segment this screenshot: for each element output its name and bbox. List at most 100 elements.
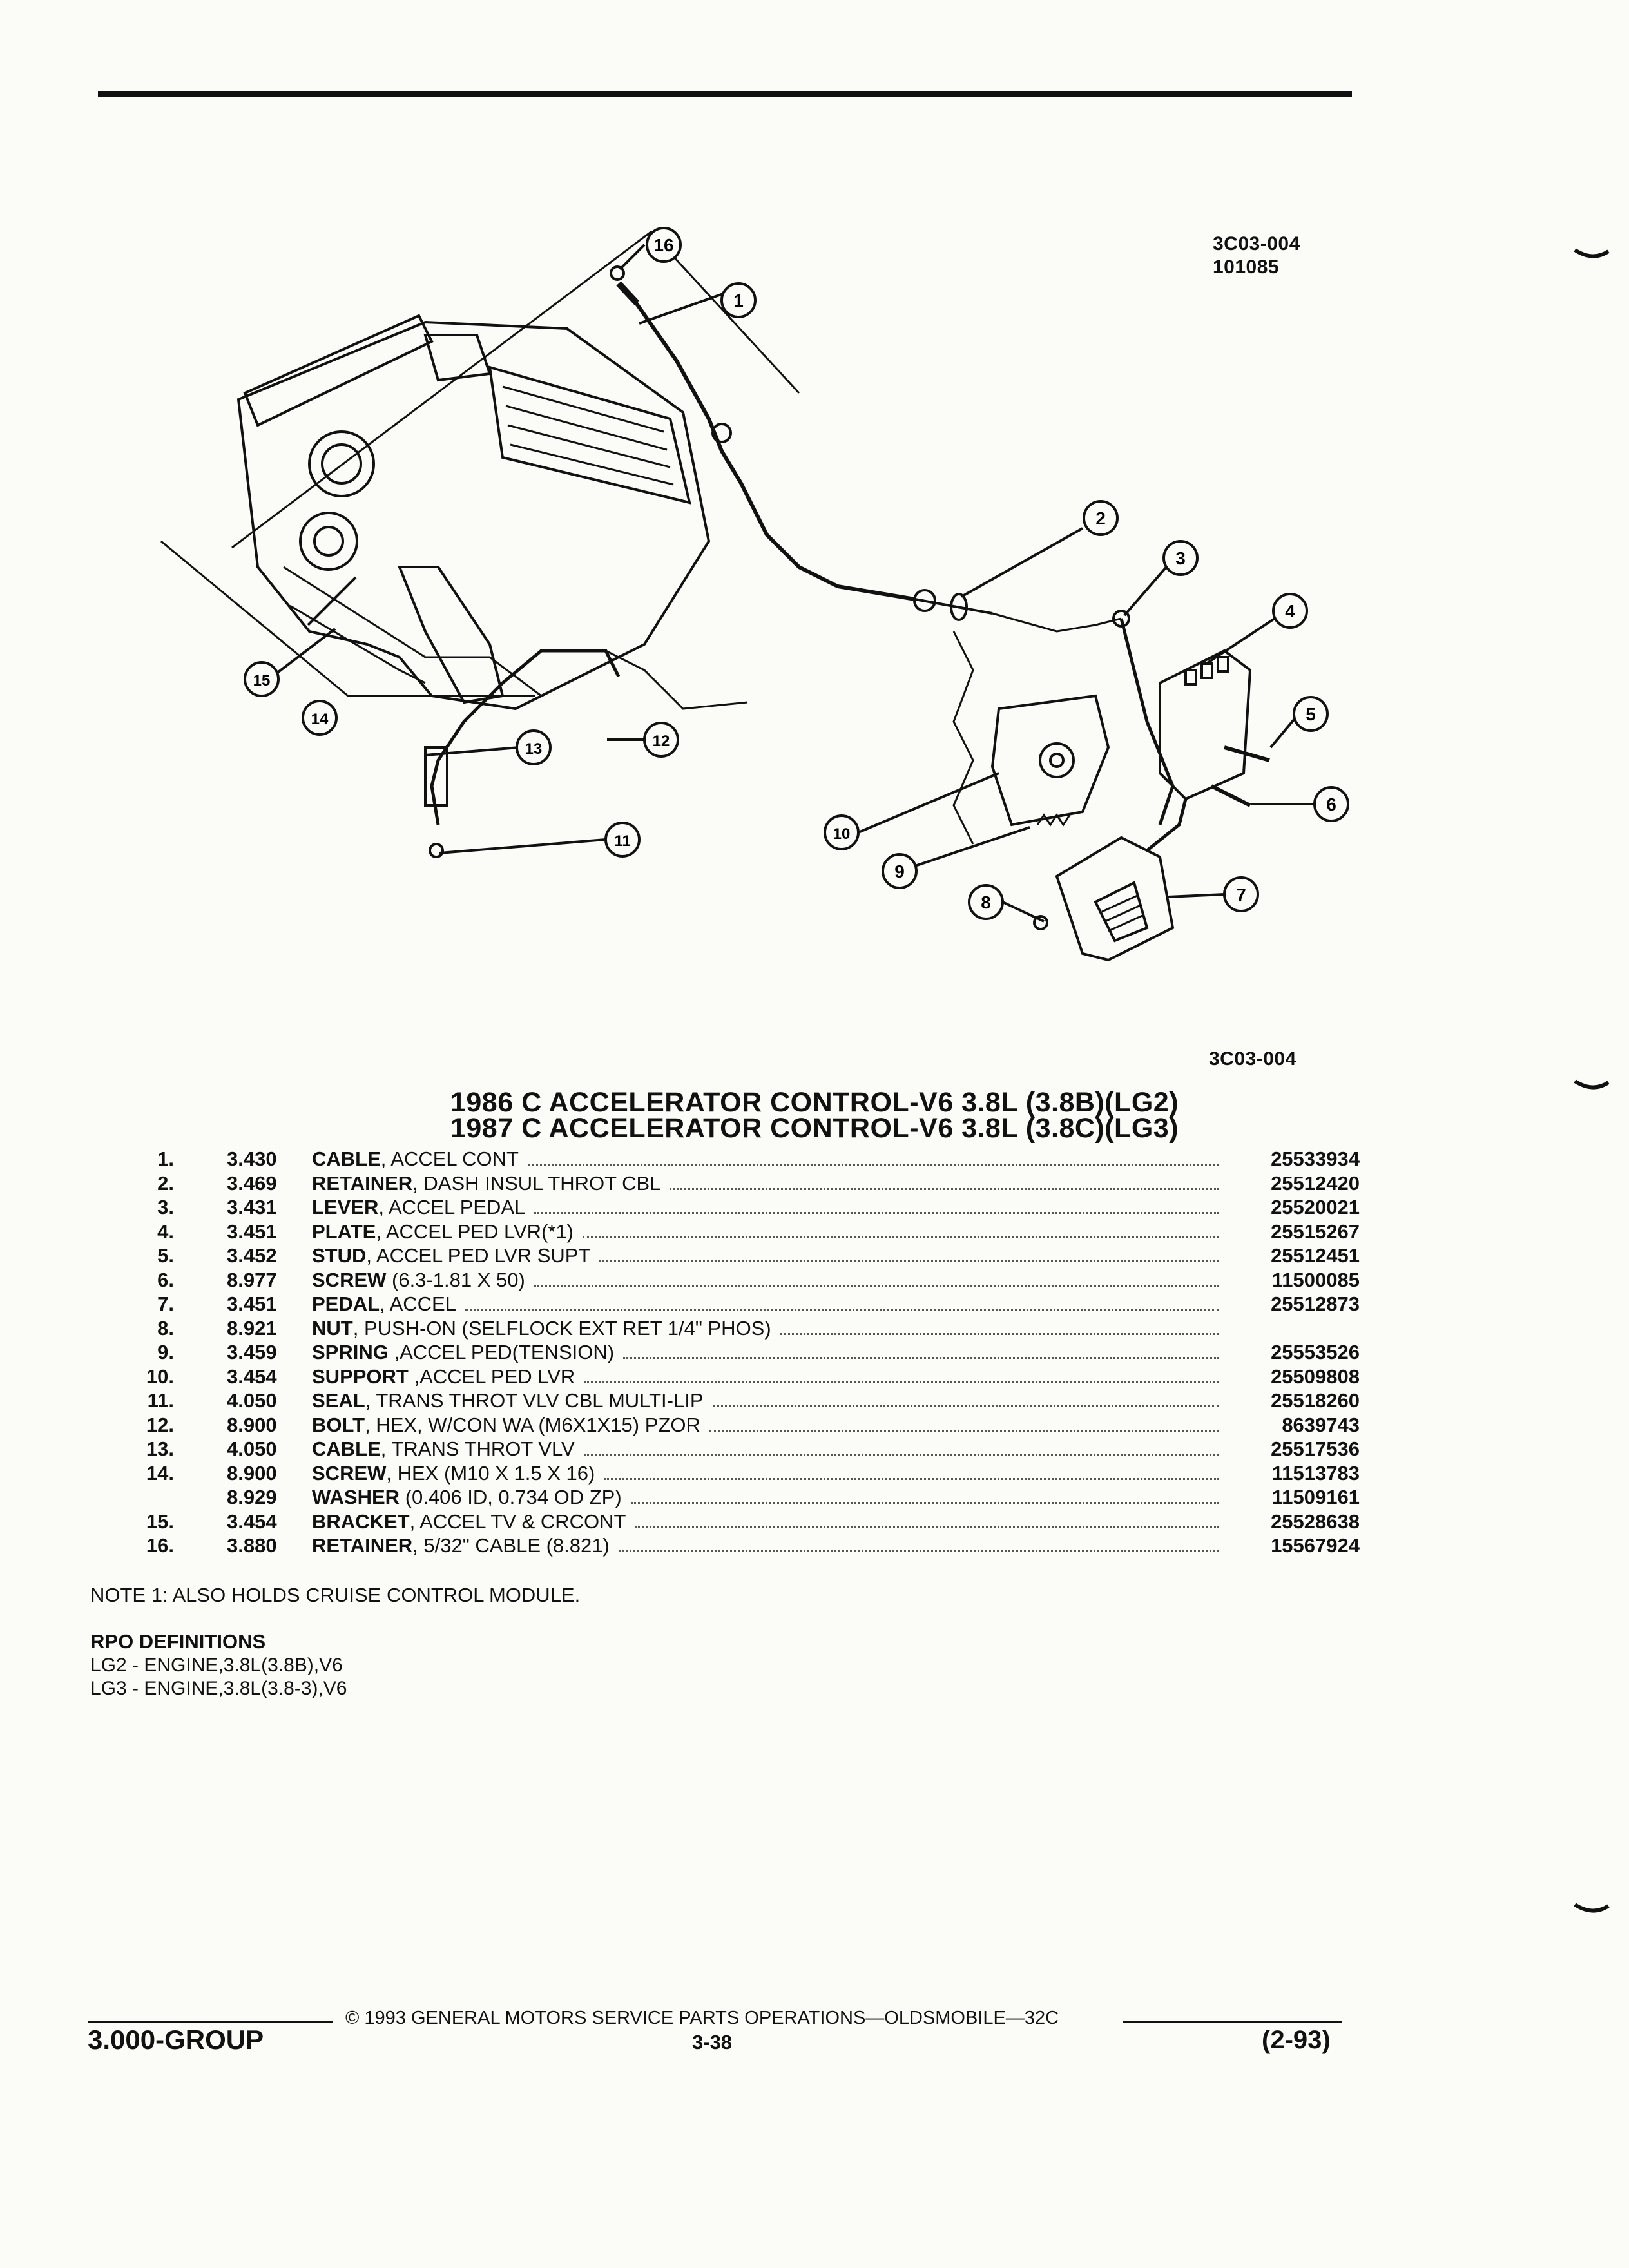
svg-text:9: 9 bbox=[894, 861, 905, 881]
dash-insul-retainer bbox=[913, 589, 936, 612]
part-description: STUD, ACCEL PED LVR SUPT bbox=[312, 1244, 590, 1267]
part-number: 25533934 bbox=[1271, 1148, 1360, 1170]
group-number: 4.050 bbox=[227, 1389, 277, 1412]
part-name: RETAINER bbox=[312, 1171, 413, 1195]
engine-block bbox=[236, 320, 711, 711]
tv-cable-end bbox=[424, 746, 448, 807]
part-index: 10. bbox=[146, 1365, 174, 1388]
part-index: 8. bbox=[157, 1316, 174, 1340]
dash-panel bbox=[952, 631, 974, 845]
svg-text:3: 3 bbox=[1175, 548, 1186, 568]
part-name: BOLT bbox=[312, 1413, 365, 1436]
group-number: 4.050 bbox=[227, 1437, 277, 1460]
part-name: BRACKET bbox=[312, 1510, 410, 1533]
part-number: 25518260 bbox=[1271, 1389, 1360, 1412]
svg-text:6: 6 bbox=[1326, 794, 1336, 814]
part-spec: , ACCEL PED LVR(*1) bbox=[376, 1220, 574, 1243]
part-index: 6. bbox=[157, 1268, 174, 1291]
rpo-definition: LG2 - ENGINE,3.8L(3.8B),V6 bbox=[90, 1655, 343, 1676]
part-index: 9. bbox=[157, 1341, 174, 1363]
figure-ref-date: 101085 bbox=[1213, 256, 1280, 278]
callout-14: 14 bbox=[302, 700, 338, 736]
part-name: RETAINER bbox=[312, 1534, 413, 1557]
binder-mark bbox=[1574, 248, 1610, 258]
part-number: 25517536 bbox=[1271, 1437, 1360, 1460]
binder-mark bbox=[1574, 1903, 1610, 1913]
part-name: CABLE bbox=[312, 1437, 381, 1460]
svg-text:11: 11 bbox=[614, 832, 630, 850]
callout-12: 12 bbox=[643, 722, 679, 758]
accel-cable bbox=[630, 295, 916, 601]
part-description: SCREW (6.3-1.81 X 50) bbox=[312, 1268, 525, 1292]
part-index: 7. bbox=[157, 1293, 174, 1315]
valve-cover bbox=[488, 365, 691, 505]
part-name: PLATE bbox=[312, 1220, 376, 1243]
group-number: 3.451 bbox=[227, 1220, 277, 1243]
throttle-body bbox=[308, 430, 375, 497]
intake-plenum bbox=[243, 314, 434, 427]
footnote: NOTE 1: ALSO HOLDS CRUISE CONTROL MODULE… bbox=[90, 1584, 581, 1606]
part-name: SUPPORT bbox=[312, 1365, 409, 1388]
leader-dots bbox=[465, 1309, 1219, 1311]
accel-ped-support bbox=[990, 694, 1110, 827]
svg-text:13: 13 bbox=[525, 740, 543, 758]
part-index: 13. bbox=[146, 1437, 174, 1460]
callout-6: 6 bbox=[1313, 786, 1349, 822]
group-number: 3.880 bbox=[227, 1534, 277, 1557]
push-on-nut bbox=[1033, 915, 1048, 930]
part-description: LEVER, ACCEL PEDAL bbox=[312, 1195, 525, 1219]
part-index: 2. bbox=[157, 1171, 174, 1195]
part-name: SCREW bbox=[312, 1461, 387, 1485]
cable-retainer-clip bbox=[610, 265, 625, 281]
part-index: 16. bbox=[146, 1534, 174, 1557]
part-index: 12. bbox=[146, 1413, 174, 1436]
accel-pedal bbox=[1055, 836, 1175, 962]
svg-text:15: 15 bbox=[253, 672, 271, 689]
group-number: 3.431 bbox=[227, 1196, 277, 1218]
leader-dots bbox=[527, 1164, 1219, 1166]
group-number: 8.900 bbox=[227, 1413, 277, 1436]
accel-tv-bracket bbox=[398, 566, 505, 704]
group-number: 3.454 bbox=[227, 1365, 277, 1388]
svg-text:5: 5 bbox=[1306, 704, 1316, 724]
part-name: LEVER bbox=[312, 1196, 379, 1218]
footer-rule-right bbox=[1123, 2021, 1342, 2023]
leader-dots bbox=[618, 1550, 1219, 1552]
group-number: 8.921 bbox=[227, 1316, 277, 1340]
part-description: SCREW, HEX (M10 X 1.5 X 16) bbox=[312, 1461, 595, 1485]
part-spec: , ACCEL CONT bbox=[380, 1148, 519, 1170]
guide-line bbox=[231, 230, 800, 549]
part-spec: , ACCEL bbox=[380, 1293, 456, 1315]
leader-dots bbox=[584, 1381, 1219, 1383]
group-number: 8.977 bbox=[227, 1268, 277, 1291]
leader-dots bbox=[583, 1454, 1219, 1456]
part-index: 14. bbox=[146, 1461, 174, 1485]
part-description: SUPPORT ,ACCEL PED LVR bbox=[312, 1365, 575, 1389]
part-spec: , ACCEL PEDAL bbox=[378, 1196, 526, 1218]
part-number: 11513783 bbox=[1271, 1461, 1360, 1485]
part-index: 1. bbox=[157, 1148, 174, 1170]
svg-text:7: 7 bbox=[1236, 885, 1246, 905]
part-spec: , DASH INSUL THROT CBL bbox=[412, 1171, 661, 1195]
part-spec: ,ACCEL PED LVR bbox=[408, 1365, 575, 1388]
part-spec: , ACCEL TV & CRCONT bbox=[409, 1510, 626, 1533]
page-title-1986: 1986 C ACCELERATOR CONTROL-V6 3.8L (3.8B… bbox=[450, 1087, 1179, 1118]
part-description: BRACKET, ACCEL TV & CRCONT bbox=[312, 1510, 626, 1533]
svg-text:1: 1 bbox=[733, 291, 744, 311]
lever-support-stud bbox=[1224, 745, 1270, 762]
group-number: 3.452 bbox=[227, 1244, 277, 1267]
part-description: NUT, PUSH-ON (SELFLOCK EXT RET 1/4" PHOS… bbox=[312, 1316, 771, 1340]
copyright-line: © 1993 GENERAL MOTORS SERVICE PARTS OPER… bbox=[345, 2008, 1059, 2028]
callout-13: 13 bbox=[516, 729, 552, 765]
part-spec: (0.406 ID, 0.734 OD ZP) bbox=[400, 1486, 622, 1508]
pedal-spring bbox=[1036, 813, 1071, 827]
callout-11: 11 bbox=[604, 822, 641, 858]
part-number: 25509808 bbox=[1271, 1365, 1360, 1388]
